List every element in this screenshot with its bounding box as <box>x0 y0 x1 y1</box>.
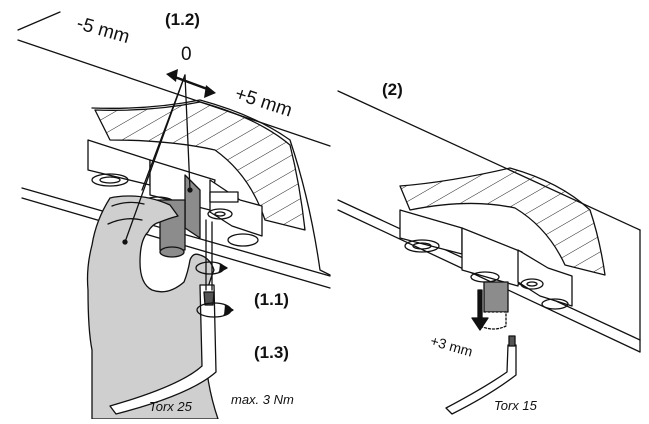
torque-label: max. 3 Nm <box>231 392 294 407</box>
torx15-key <box>445 335 517 415</box>
step-label-adjust: (1.2) <box>165 10 200 29</box>
step-label-tighten: (1.3) <box>254 343 289 362</box>
hand <box>86 195 219 420</box>
rotation-arrows <box>195 261 234 318</box>
step-label-2: (2) <box>382 80 403 99</box>
finger-line <box>107 218 143 225</box>
leader-lines <box>122 74 193 245</box>
adjust-arrow <box>166 69 216 98</box>
tool-label-torx15: Torx 15 <box>494 398 537 413</box>
torx25-key <box>109 219 217 415</box>
hatched-channel-left <box>94 101 306 231</box>
bracket-left <box>87 139 263 258</box>
finger-line <box>111 201 145 207</box>
tool-label-torx25: Torx 25 <box>149 399 192 414</box>
step-label-loosen: (1.1) <box>254 290 289 309</box>
hatched-channel-right <box>399 167 606 276</box>
zero-mark: 0 <box>181 44 192 65</box>
down-arrow <box>471 289 489 331</box>
